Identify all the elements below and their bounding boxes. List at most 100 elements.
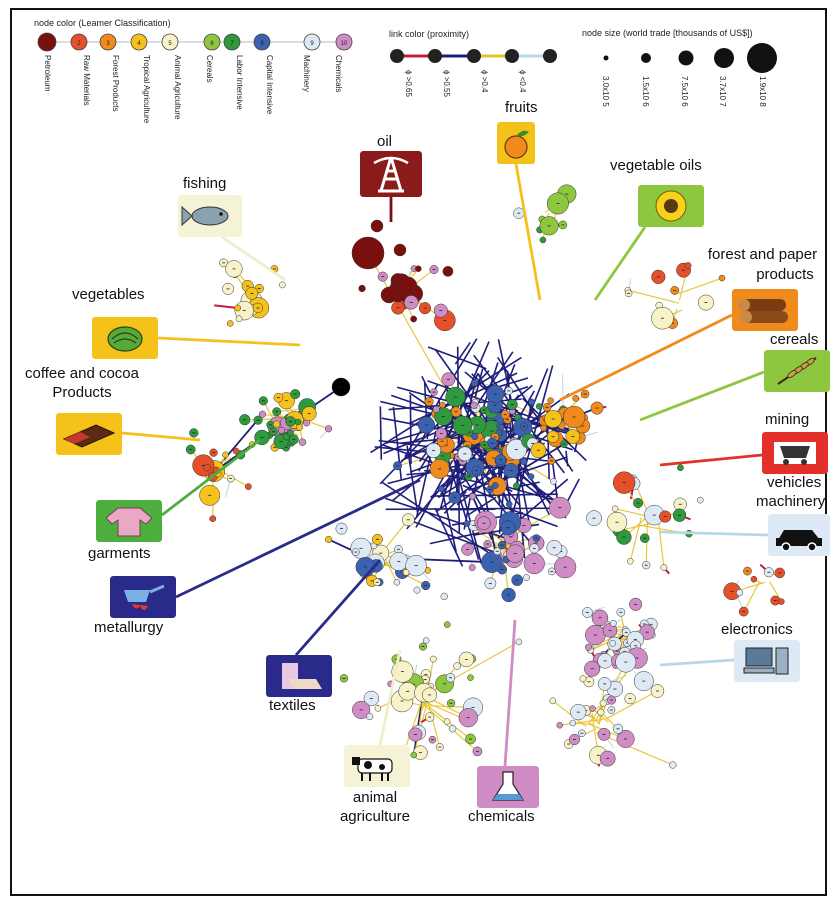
product-node	[550, 478, 557, 485]
product-node	[374, 705, 382, 712]
product-node	[380, 286, 398, 304]
network-nodes	[185, 184, 786, 769]
product-node	[535, 403, 543, 410]
core-link	[379, 406, 383, 460]
yellow-link	[559, 718, 604, 726]
label-fishing: fishing	[183, 175, 227, 192]
product-node	[463, 520, 471, 527]
red-link	[214, 304, 238, 309]
legend-node-swatch	[303, 33, 321, 51]
callout-line	[639, 370, 765, 422]
product-node	[235, 315, 243, 323]
product-node	[579, 675, 587, 683]
legend-node-number: 6	[210, 41, 214, 47]
sweater-icon	[96, 500, 162, 542]
product-node	[272, 420, 281, 428]
product-node	[402, 569, 410, 576]
legend-node-number: 7	[230, 41, 234, 47]
product-node	[528, 398, 535, 406]
product-node	[547, 397, 554, 404]
product-node	[660, 564, 668, 571]
legend-node-swatch	[130, 33, 148, 51]
product-node	[232, 447, 240, 455]
lettuce-icon	[92, 317, 158, 359]
legend-node-number: 8	[260, 41, 264, 47]
product-node	[325, 535, 333, 543]
legend-label-petroleum: Petroleum	[43, 55, 52, 92]
yellow-link	[627, 289, 680, 304]
product-node	[597, 708, 605, 716]
callout-line	[121, 431, 201, 442]
product-node	[258, 410, 267, 418]
product-node	[437, 485, 445, 493]
legend-size-label-4: 3.7x10 7	[718, 76, 727, 107]
sunflower-icon	[638, 185, 704, 227]
product-node	[527, 473, 535, 480]
product-node	[370, 219, 384, 233]
cow-icon	[344, 745, 410, 787]
legend-size-label-3: 7.5x10 6	[680, 76, 689, 107]
product-node	[470, 401, 478, 409]
core-link	[495, 377, 529, 389]
label-animal-1: animal	[352, 789, 398, 806]
product-node	[358, 284, 366, 293]
legend-link-label-1: ϕ >0.65	[404, 70, 413, 97]
callout-line	[659, 453, 763, 467]
legend-label-forest-products: Forest Products	[111, 55, 120, 112]
product-node	[443, 621, 451, 628]
oil-rig-icon	[360, 151, 422, 197]
product-node	[469, 493, 477, 500]
callout-line	[294, 559, 382, 656]
core-link	[470, 470, 535, 548]
legend-link-node	[428, 49, 442, 63]
legend-link-label-4: ϕ <0.4	[518, 70, 527, 93]
callout-line	[503, 619, 517, 767]
product-node	[298, 438, 307, 446]
product-node	[515, 638, 523, 646]
legend-node-number: 4	[137, 41, 141, 47]
legend-node-number: 10	[341, 41, 348, 47]
legend-link-label-3: ϕ >0.4	[480, 70, 489, 93]
yellow-link	[262, 413, 287, 418]
label-vehicles-1: vehicles	[767, 474, 822, 491]
legend-node-number: 2	[77, 41, 81, 47]
product-node	[684, 262, 692, 269]
legend-node-number: 1	[45, 41, 49, 47]
product-node	[234, 304, 242, 312]
product-node	[440, 592, 448, 601]
product-node	[498, 424, 505, 431]
product-node	[422, 637, 430, 644]
core-link	[434, 507, 464, 567]
legend-node-swatch	[161, 33, 179, 51]
yellow-link	[629, 517, 642, 562]
product-node	[677, 464, 684, 472]
callout-line	[659, 658, 735, 667]
product-node	[279, 281, 286, 289]
core-link	[441, 489, 457, 552]
fabric-icon	[266, 655, 332, 697]
legend-label-animal-agriculture: Animal Agriculture	[173, 55, 182, 120]
yellow-link	[605, 690, 658, 720]
product-node	[410, 315, 417, 323]
product-node	[589, 705, 596, 712]
legend-link-node	[505, 49, 519, 63]
flask-icon	[477, 766, 539, 808]
product-node	[351, 236, 385, 270]
product-node	[203, 464, 211, 472]
product-node	[609, 640, 616, 647]
legend-size-swatch	[678, 50, 694, 66]
legend-node-number: 3	[106, 41, 110, 47]
core-link	[421, 376, 431, 394]
ladle-icon	[110, 576, 176, 618]
label-coffee-1: coffee and cocoa	[25, 365, 139, 382]
product-node	[520, 458, 528, 466]
legend-size-swatch	[603, 55, 609, 61]
callout-line	[514, 163, 542, 301]
product-node	[366, 713, 374, 721]
legend-node-swatch	[223, 33, 241, 51]
product-node	[443, 718, 451, 725]
core-link	[409, 394, 412, 465]
car-icon	[768, 514, 830, 556]
yellow-link	[678, 277, 723, 295]
core-link	[404, 338, 478, 458]
